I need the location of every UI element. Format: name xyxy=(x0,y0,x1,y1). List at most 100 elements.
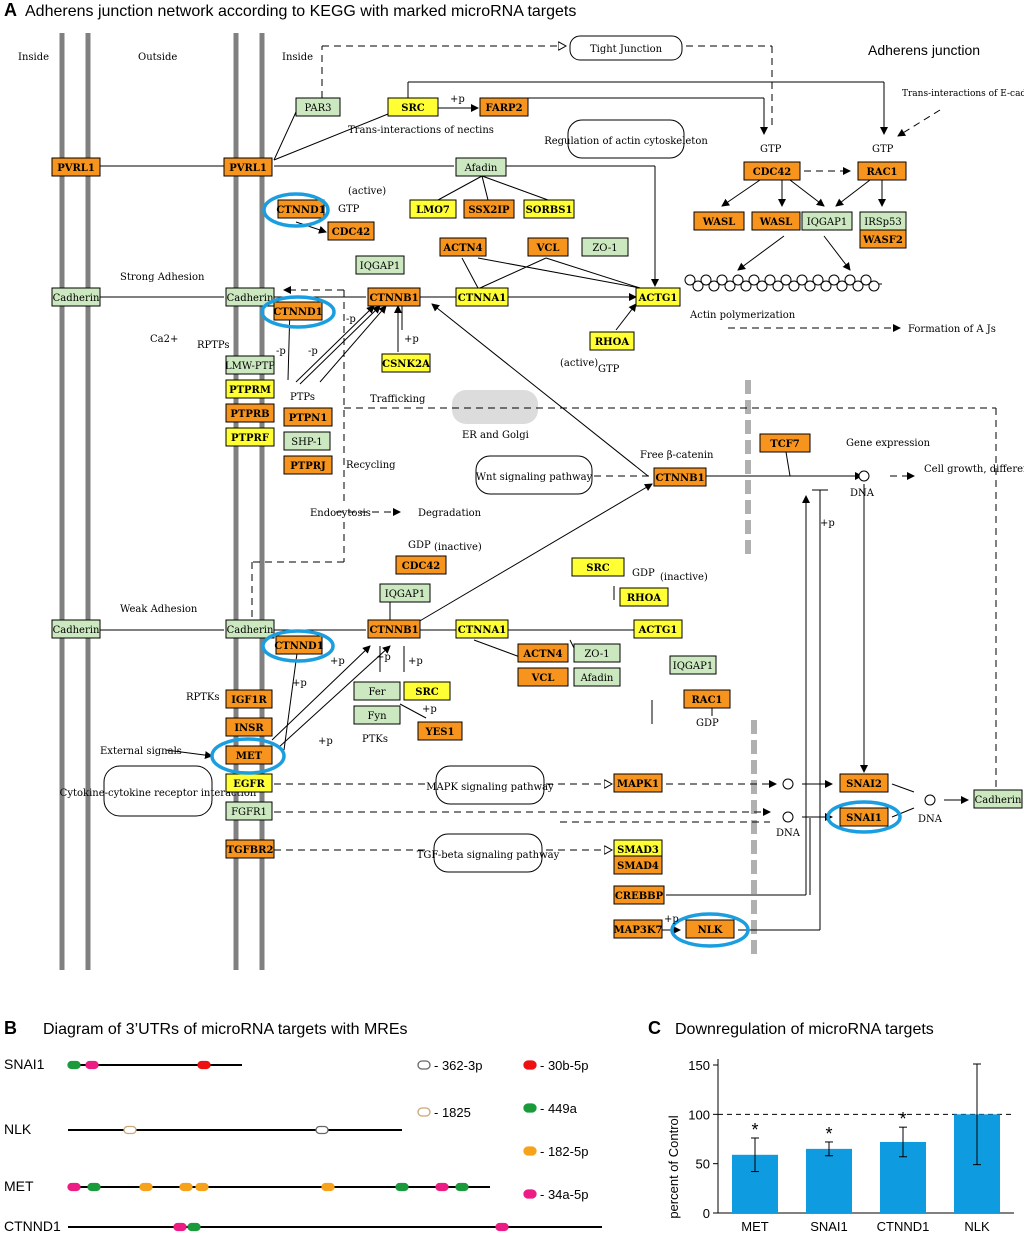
significance-star: * xyxy=(751,1120,758,1140)
gene-label: IQGAP1 xyxy=(673,661,713,672)
actin-bead xyxy=(692,280,704,292)
mre-site xyxy=(315,1125,329,1135)
utr-label-snai1: SNAI1 xyxy=(4,1056,45,1072)
misc-labels: Trans-interactions of nectins Trans-inte… xyxy=(100,89,1024,925)
dashed-edges xyxy=(251,46,997,850)
utr-label-nlk: NLK xyxy=(4,1121,32,1137)
label-endocytosis: Endocytosis xyxy=(310,508,371,519)
actin-bead xyxy=(844,274,856,286)
legend-item: - 1825 xyxy=(417,1105,471,1120)
gene-label: ACTN4 xyxy=(522,649,562,660)
process-wnt: Wnt signaling pathway xyxy=(476,472,593,483)
actin-bead xyxy=(780,274,792,286)
actin-bead xyxy=(812,274,824,286)
kegg-adherens-diagram: Inside Outside Inside Adherens junction … xyxy=(18,33,1024,970)
gene-label: ACTG1 xyxy=(638,293,678,304)
label-p-13: +p xyxy=(664,914,679,925)
region-labels: Inside Outside Inside Adherens junction xyxy=(18,42,980,63)
gene-label: ZO-1 xyxy=(584,649,609,660)
gene-label: SRC xyxy=(401,103,425,114)
legend-label: - 362-3p xyxy=(434,1058,482,1073)
label-p-12: +p xyxy=(820,518,835,529)
gene-box: PVRL1 xyxy=(223,157,273,177)
gene-box: EGFR xyxy=(225,773,273,793)
gene-box: PTPRF xyxy=(225,427,275,447)
label-gdp-2: GDP xyxy=(632,568,655,579)
gene-box: SHP-1 xyxy=(283,431,331,451)
label-dna-top: DNA xyxy=(850,488,875,499)
gene-box: SNAI2 xyxy=(839,773,889,793)
gene-label: RAC1 xyxy=(692,695,723,706)
gene-label: RHOA xyxy=(595,337,629,348)
gene-box: PVRL1 xyxy=(51,157,101,177)
legend-swatch xyxy=(523,1146,537,1156)
utr-label-met: MET xyxy=(4,1178,34,1194)
process-tgfb: TGF-beta signaling pathway xyxy=(417,850,560,861)
label-outside: Outside xyxy=(138,52,177,63)
actin-bead xyxy=(860,274,872,286)
gene-box: SMAD4 xyxy=(613,855,663,875)
gene-label: Afadin xyxy=(580,673,614,684)
gene-box: CTNND1 xyxy=(273,301,323,321)
actin-bead xyxy=(732,274,744,286)
label-strong-adhesion: Strong Adhesion xyxy=(120,272,205,283)
gene-label: Cadherin xyxy=(227,293,274,304)
gene-box: IGF1R xyxy=(225,689,273,709)
y-axis-label: percent of Control xyxy=(666,1115,681,1218)
actin-bead xyxy=(868,280,880,292)
actin-bead xyxy=(740,280,752,292)
gene-label: CSNK2A xyxy=(382,359,430,370)
label-p-2: -p xyxy=(346,314,356,325)
label-dna-mid: DNA xyxy=(776,828,801,839)
gene-box: MAP3K7 xyxy=(613,919,663,939)
gene-box: Afadin xyxy=(573,667,621,687)
gene-label: MET xyxy=(236,751,263,762)
label-weak-adhesion: Weak Adhesion xyxy=(120,604,198,615)
actin-bead xyxy=(828,274,840,286)
label-gdp-3: GDP xyxy=(696,718,719,729)
circle-snai1 xyxy=(826,800,902,834)
label-inactive-2: (inactive) xyxy=(660,572,708,583)
x-tick-label: NLK xyxy=(964,1219,990,1234)
gene-box: MET xyxy=(225,745,273,765)
gene-box: CSNK2A xyxy=(381,353,431,373)
panel-b-title: Diagram of 3’UTRs of microRNA targets wi… xyxy=(43,1021,408,1038)
gene-label: IRSp53 xyxy=(864,217,901,228)
legend-label: - 182-5p xyxy=(540,1144,588,1159)
circle-met xyxy=(210,737,286,775)
legend-swatch xyxy=(523,1103,537,1113)
gene-box: WASF2 xyxy=(859,229,907,249)
gene-box: LMO7 xyxy=(409,199,457,219)
gene-box: WASL xyxy=(751,211,801,231)
actin-bead xyxy=(852,280,864,292)
mre-site xyxy=(123,1125,137,1135)
label-p-3: -p xyxy=(276,346,286,357)
gene-box: CREBBP xyxy=(613,885,665,905)
mre-site xyxy=(197,1060,211,1070)
gene-box: CDC42 xyxy=(327,221,375,241)
gene-box: ACTN4 xyxy=(517,643,569,663)
x-tick-label: CTNND1 xyxy=(877,1219,930,1234)
gene-label: SMAD3 xyxy=(617,845,659,856)
gene-box: IQGAP1 xyxy=(801,211,853,231)
circle-ctnnd1-weak xyxy=(261,629,335,663)
process-mapk: MAPK signaling pathway xyxy=(426,782,554,793)
utr-label-ctnnd1: CTNND1 xyxy=(4,1218,61,1234)
gene-label: SHP-1 xyxy=(291,437,323,448)
gene-box: RHOA xyxy=(619,587,669,607)
legend-label: - 30b-5p xyxy=(540,1058,588,1073)
gene-label: INSR xyxy=(234,723,264,734)
gene-label: SMAD4 xyxy=(617,861,659,872)
label-formation: Formation of A Js xyxy=(908,324,996,335)
circle-ctnnd1-strong xyxy=(260,295,336,329)
gene-label: FARP2 xyxy=(485,103,522,114)
gene-box: IQGAP1 xyxy=(379,583,431,603)
label-adherens: Adherens junction xyxy=(868,42,980,58)
label-recycling: Recycling xyxy=(346,460,396,471)
label-ptps: PTPs xyxy=(290,392,315,403)
gene-box: YES1 xyxy=(417,721,463,741)
mre-site xyxy=(179,1182,193,1192)
mre-site xyxy=(173,1222,187,1232)
gene-box: Cadherin xyxy=(51,287,101,307)
